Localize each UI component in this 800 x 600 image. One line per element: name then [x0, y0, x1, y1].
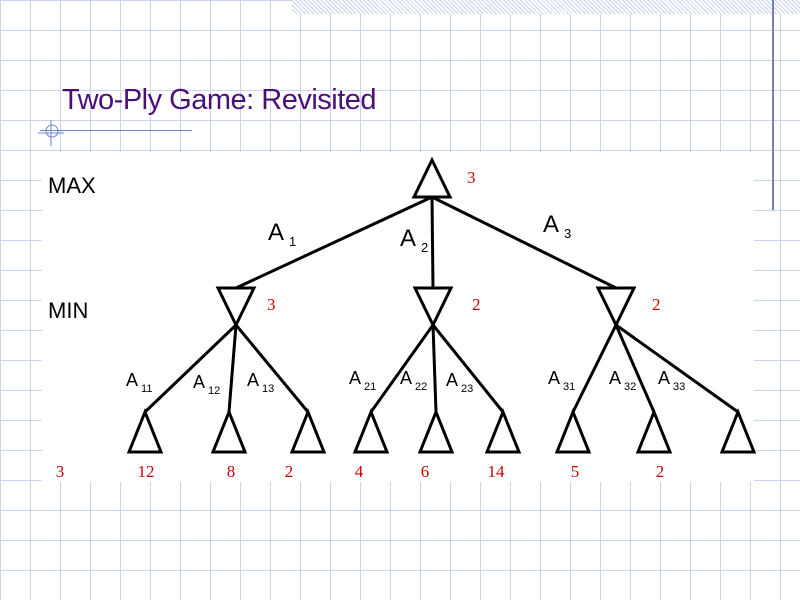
edge-root-to-min-3: [431, 195, 617, 290]
leaf-node-23: [484, 407, 522, 454]
min-node-3: [595, 286, 637, 329]
min-node-2: [412, 286, 454, 329]
leaf-value-31: 5: [571, 462, 580, 481]
min-value-3: 2: [652, 295, 661, 314]
edge-min-2-to-leaf-2: [431, 324, 438, 413]
crosshair-ornament-icon: [38, 120, 64, 146]
leaf-value-12: 8: [227, 462, 236, 481]
diagram-panel: [42, 152, 754, 482]
edge-min-2-to-leaf-1: [369, 324, 435, 413]
min-value-2: 2: [472, 295, 481, 314]
edge-min-3-to-leaf-3: [615, 323, 739, 414]
leaf-node-13: [289, 407, 327, 454]
min-value-1: 3: [267, 295, 276, 314]
leaf-value-22: 6: [421, 462, 430, 481]
edge-min-1-to-leaf-1: [143, 323, 238, 414]
max-node: [411, 156, 453, 199]
leaf-value-13: 2: [285, 462, 294, 481]
level-label-min: MIN: [48, 298, 88, 323]
edge-min-3-to-leaf-2: [614, 324, 656, 413]
edge-min-2-to-leaf-3: [431, 324, 505, 413]
leaf-node-33: [719, 407, 757, 454]
leaf-node-21: [352, 407, 390, 454]
edge-min-3-to-leaf-1: [571, 324, 618, 413]
leaf-node-31: [554, 407, 592, 454]
leaf-node-22: [417, 407, 455, 454]
leaf-value-32: 2: [656, 462, 665, 481]
slide-title: Two-Ply Game: Revisited: [62, 84, 377, 116]
leaf-node-11: [126, 407, 164, 454]
level-label-max: MAX: [48, 173, 96, 198]
extra-leaf-value: 3: [56, 462, 65, 481]
edge-root-to-min-2: [430, 196, 435, 289]
leaf-node-32: [635, 407, 673, 454]
leaf-node-12: [210, 407, 248, 454]
tree-nodes: [126, 156, 757, 454]
root-value: 3: [467, 168, 476, 187]
edge-min-1-to-leaf-3: [234, 324, 310, 413]
edge-min-1-to-leaf-2: [227, 324, 238, 413]
tree-edges: [143, 195, 739, 414]
edge-root-to-min-1: [235, 195, 433, 290]
leaf-value-23: 14: [488, 462, 506, 481]
leaf-value-11: 12: [138, 462, 155, 481]
header-pattern-band: [292, 0, 800, 14]
right-accent-rule: [772, 0, 774, 210]
min-node-1: [215, 286, 257, 329]
leaf-value-21: 4: [355, 462, 364, 481]
title-underline: [40, 130, 192, 131]
